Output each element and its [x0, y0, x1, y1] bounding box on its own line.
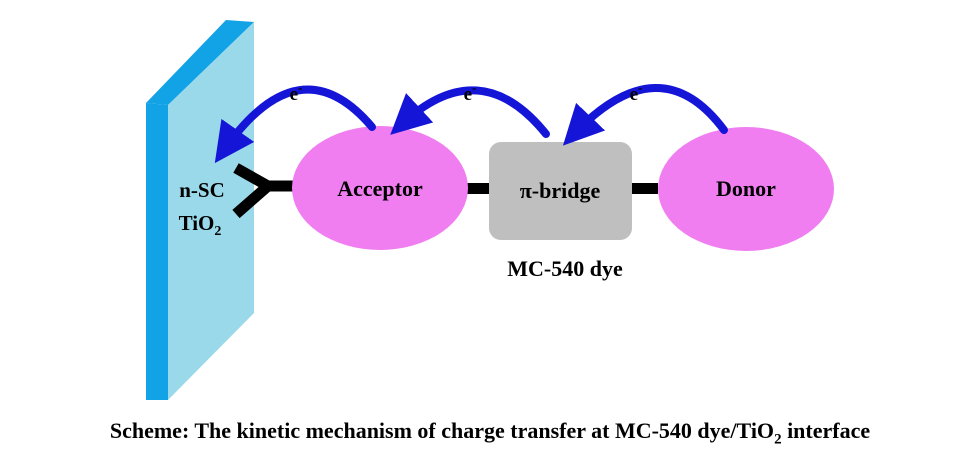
connector-acceptor-bridge	[460, 183, 494, 194]
electron-transfer-arrow-icon	[390, 86, 550, 138]
figure-caption: Scheme: The kinetic mechanism of charge …	[0, 418, 980, 448]
electron-label: e-	[464, 80, 477, 105]
donor-label: Donor	[716, 176, 776, 201]
charge-transfer-diagram: Acceptor π-bridge Donor MC-540 dye n-SC …	[146, 20, 834, 400]
pi-bridge-label: π-bridge	[520, 178, 601, 203]
semiconductor-label-line1: n-SC	[179, 178, 225, 202]
pi-bridge-node	[489, 142, 632, 240]
electron-transfer-arrow-icon	[562, 84, 728, 146]
electron-transfer-arrow-icon	[214, 85, 376, 164]
donor-node	[658, 127, 834, 251]
electrode-side-face	[146, 20, 254, 105]
caption-text: Scheme: The kinetic mechanism of charge …	[109, 418, 775, 443]
connector-bridge-donor	[630, 183, 658, 194]
dye-name-label: MC-540 dye	[507, 256, 623, 281]
tio2-electrode	[146, 20, 254, 400]
acceptor-label: Acceptor	[337, 176, 423, 201]
electrode-front-face	[168, 22, 254, 400]
anchor-group-icon	[232, 163, 302, 219]
acceptor-node	[292, 126, 468, 250]
caption-tail: interface	[781, 418, 871, 443]
electron-label: e-	[630, 80, 643, 105]
electrode-edge-face	[146, 103, 168, 400]
caption-subscript: 2	[774, 431, 782, 448]
electron-label: e-	[290, 80, 303, 105]
semiconductor-label-line2: TiO2	[179, 211, 222, 239]
